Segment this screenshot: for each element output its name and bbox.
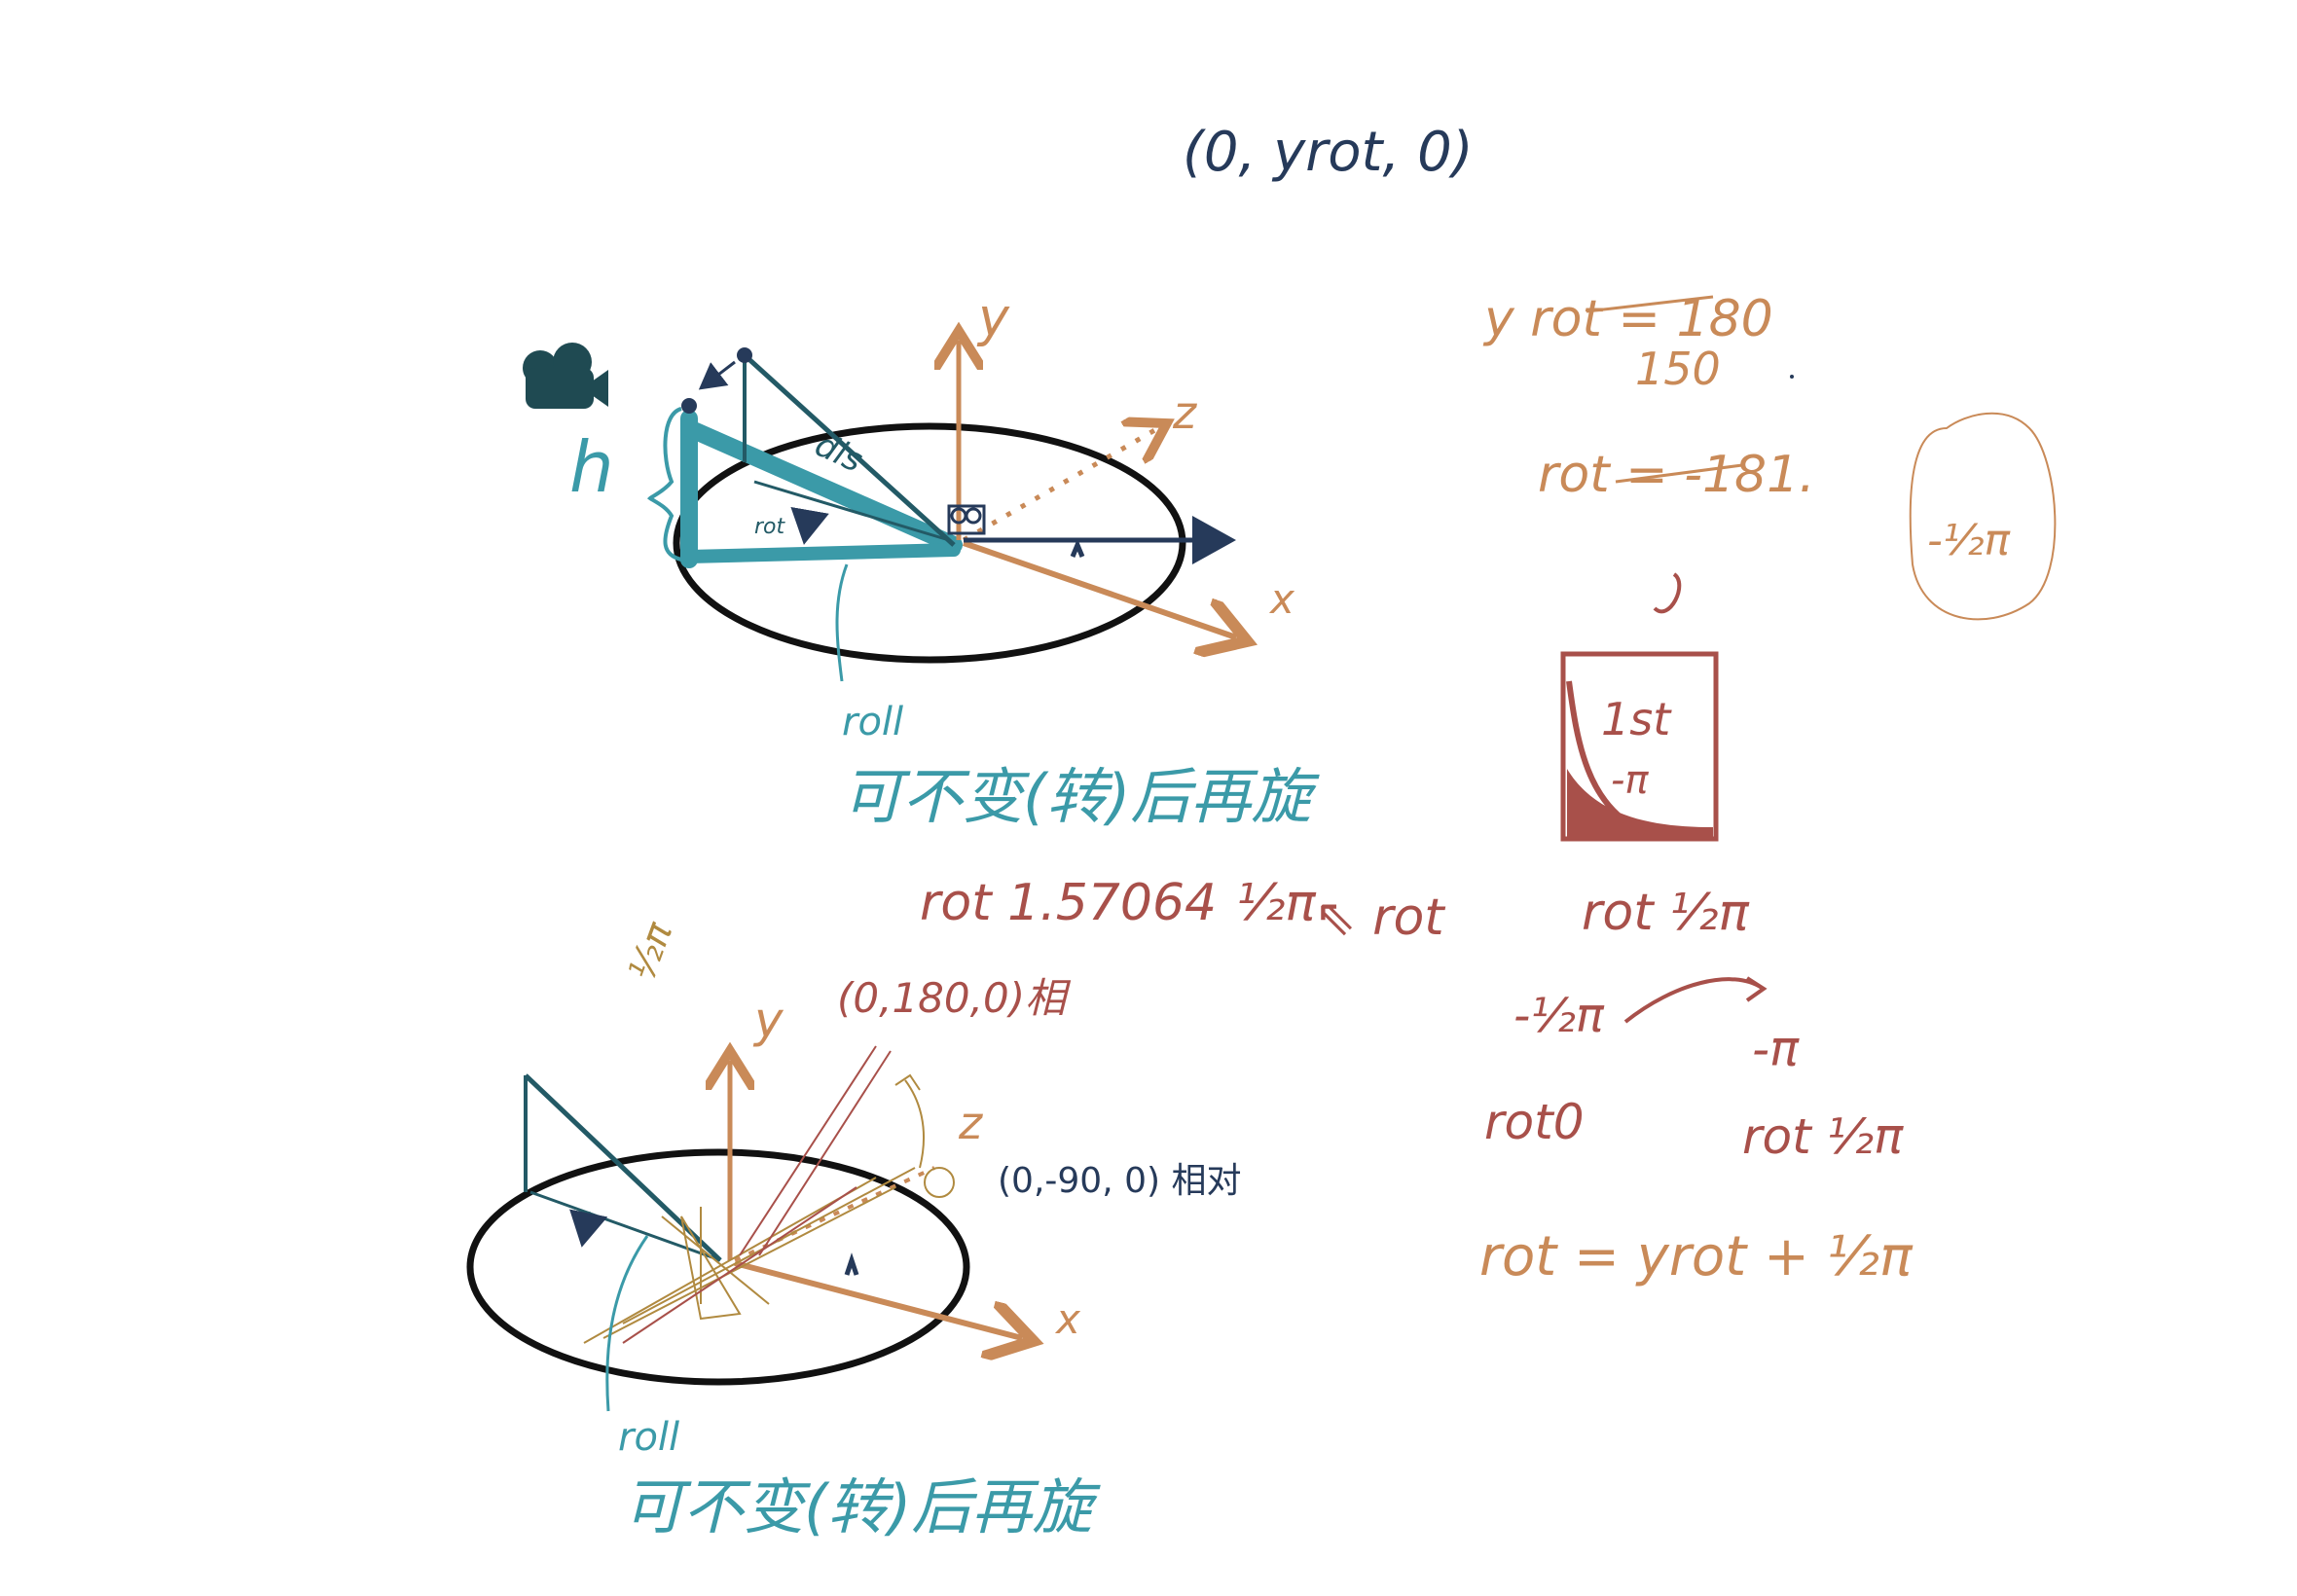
x-axis-label: x bbox=[1268, 575, 1295, 623]
bottom-diagram: ½π (0,180,0)相 y z x bbox=[466, 916, 1241, 1542]
side-half-pi: ½π bbox=[620, 916, 680, 986]
rot-half-pi-2: rot ½π bbox=[1742, 1108, 1904, 1165]
origin-object-icon bbox=[947, 504, 986, 535]
bottom-note: 可不变(转)后再旋 bbox=[623, 1471, 1101, 1542]
bottom-ellipse bbox=[466, 1148, 970, 1386]
rot-half-pi: rot ½π bbox=[1582, 884, 1750, 942]
red-card-line1: 1st bbox=[1601, 693, 1672, 745]
top-diagram: h rot dis y z x roll bbox=[523, 287, 1320, 832]
rot-value-arrow: ⇖ rot bbox=[1314, 889, 1445, 947]
camera-icon bbox=[523, 343, 608, 409]
rot-value: rot 1.57064 bbox=[920, 874, 1217, 932]
rot-label: rot bbox=[754, 515, 786, 539]
x-axis bbox=[963, 540, 1236, 637]
red-card: 1st -π bbox=[1560, 572, 1719, 842]
roll-label: roll bbox=[842, 700, 903, 744]
rot0: rot0 bbox=[1484, 1094, 1585, 1150]
final-equation: rot = yrot + ½π bbox=[1479, 1225, 1914, 1288]
top-ellipse bbox=[673, 422, 1186, 664]
rel-neg90: (0,-90, 0) 相对 bbox=[998, 1161, 1241, 1201]
top-note: 可不变(转)后再旋 bbox=[842, 761, 1320, 832]
circled-note: -½π bbox=[1927, 516, 2012, 565]
neg-half-pi: -½π bbox=[1513, 989, 1605, 1043]
y-axis-label: y bbox=[976, 287, 1010, 348]
z-axis bbox=[962, 428, 1158, 543]
circled-note-outline bbox=[1909, 412, 2057, 621]
bottom-x-axis-label: x bbox=[1054, 1295, 1081, 1343]
rot-value-half-pi: ½π bbox=[1236, 874, 1316, 932]
bottom-roll-label: roll bbox=[618, 1415, 679, 1460]
right-equations: rot ½π -½π -π rot0 rot ½π rot = yrot + ½… bbox=[1479, 884, 1914, 1288]
bottom-z-axis-label: z bbox=[958, 1097, 983, 1149]
transition-arrow bbox=[1623, 977, 1764, 1024]
bottom-z-axis bbox=[734, 1166, 935, 1262]
title: (0, yrot, 0) bbox=[1183, 121, 1474, 184]
bottom-x-axis bbox=[734, 1260, 1022, 1338]
h-brace bbox=[646, 407, 682, 562]
h-label: h bbox=[569, 426, 614, 508]
rel-180: (0,180,0)相 bbox=[837, 974, 1072, 1022]
top-right-notes: y rot = 180 150 rot = -181. -½π bbox=[1482, 290, 2057, 621]
val-150: 150 bbox=[1635, 343, 1721, 395]
yrot-eq: y rot = 180 bbox=[1482, 290, 1773, 348]
bottom-y-axis-label: y bbox=[752, 992, 784, 1048]
red-card-line2: -π bbox=[1611, 758, 1649, 803]
z-axis-label: z bbox=[1172, 386, 1197, 439]
neg-pi: -π bbox=[1752, 1021, 1800, 1077]
